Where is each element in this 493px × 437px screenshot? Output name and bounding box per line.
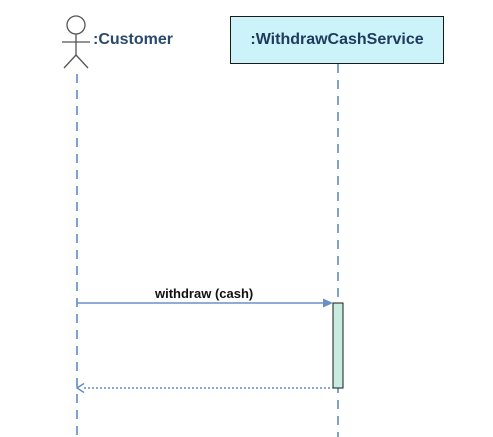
withdraw-cash-service-object: :WithdrawCashService: [230, 16, 444, 64]
withdraw-message-label: withdraw (cash): [155, 286, 254, 301]
customer-actor-label: :Customer: [93, 31, 174, 48]
activation-bar: [332, 302, 344, 389]
return-message-arrow: [75, 382, 333, 394]
withdraw-message-arrow: [77, 298, 333, 308]
withdraw-cash-service-label: :WithdrawCashService: [250, 31, 424, 48]
customer-actor-icon: [62, 15, 90, 69]
